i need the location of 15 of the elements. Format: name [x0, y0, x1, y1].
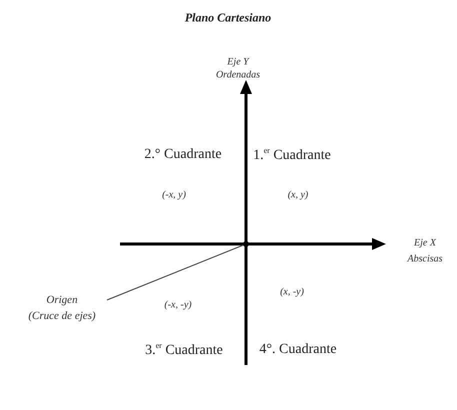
origin-point — [243, 241, 249, 247]
quadrant-label: 2.° Cuadrante — [144, 147, 222, 163]
axis-label: Ordenadas — [216, 70, 260, 80]
coordinate-sign: (x, -y) — [280, 286, 304, 298]
diagram-title: Plano Cartesiano — [184, 10, 272, 26]
axis-label: Eje X — [414, 238, 436, 248]
coordinate-sign: (x, y) — [288, 190, 308, 200]
axis-label: Eje Y — [227, 56, 249, 68]
quadrant-label: 3.$^{er}$ Cuadrante — [145, 341, 223, 359]
quadrant-label: 4°. Cuadrante — [259, 342, 337, 358]
callout-text: Origen (Cruce de ejes) — [17, 292, 107, 324]
coordinate-sign: (-x, -y) — [164, 300, 192, 310]
axis-label: Abscisas — [408, 254, 442, 264]
coordinate-sign: (-x, y) — [162, 190, 186, 200]
quadrant-label: 1.$^{er}$ Cuadrante — [253, 146, 331, 164]
